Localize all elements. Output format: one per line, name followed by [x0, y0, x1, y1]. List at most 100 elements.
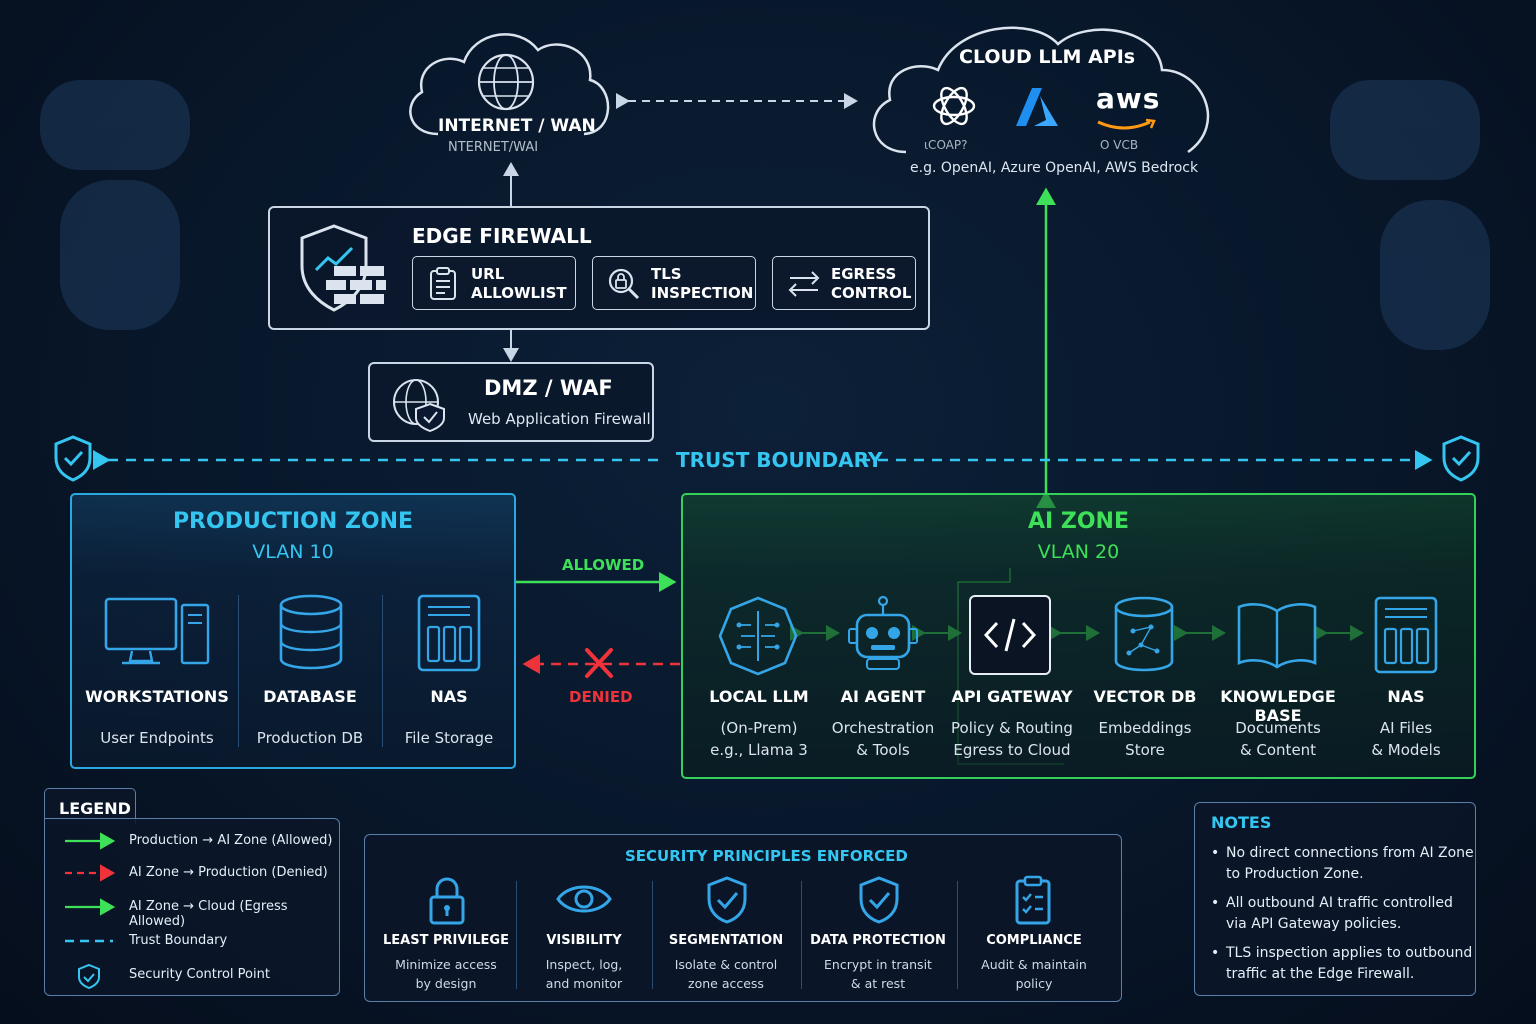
shield-check-icon: [707, 876, 747, 924]
ai-nas-sub2: & Models: [1371, 741, 1441, 759]
local-llm-sub2: e.g., Llama 3: [710, 741, 808, 759]
code-brackets-icon: [983, 618, 1037, 652]
robot-icon: [848, 595, 918, 670]
notes-item: No direct connections from AI Zone to Pr…: [1226, 845, 1474, 882]
eye-icon: [556, 885, 612, 913]
ai-zone: AI ZONE VLAN 20 LOCAL LLM (On-Prem) e.g.…: [681, 493, 1476, 779]
local-llm-sub1: (On-Prem): [720, 719, 798, 737]
workstations-sub: User Endpoints: [100, 729, 214, 747]
denied-x-icon: [585, 648, 613, 678]
notes-title: NOTES: [1211, 813, 1272, 832]
aws-logo: aws: [1096, 82, 1161, 115]
principle-data-protection-sub1: Encrypt in transit: [824, 957, 932, 972]
shield-check-icon: [859, 876, 899, 924]
principle-data-protection-sub2: & at rest: [850, 976, 906, 991]
ai-agent-sub1: Orchestration: [831, 719, 935, 737]
clipboard-icon: [430, 267, 456, 300]
nas-icon: [1374, 596, 1438, 674]
clipboard-check-icon: [1015, 875, 1051, 925]
divider: [652, 881, 653, 989]
internet-label: INTERNET / WAN: [438, 116, 596, 136]
legend-item-denied: AI Zone → Production (Denied): [129, 865, 328, 880]
principle-least-privilege-title: LEAST PRIVILEGE: [383, 933, 509, 948]
aws-logo-echo: O VCB: [1100, 138, 1139, 152]
url-allowlist-l1: URL: [471, 265, 505, 283]
principle-visibility-sub1: Inspect, log,: [545, 957, 623, 972]
dmz-subtitle: Web Application Firewall: [468, 410, 651, 428]
denied-label: DENIED: [569, 688, 633, 706]
url-allowlist-l2: ALLOWLIST: [471, 284, 567, 302]
cloud-llm-providers: e.g. OpenAI, Azure OpenAI, AWS Bedrock: [910, 160, 1199, 176]
knowledge-base-sub2: & Content: [1239, 741, 1317, 759]
production-zone-vlan: VLAN 10: [252, 541, 334, 563]
arrows-icon: [788, 271, 820, 297]
principle-visibility-title: VISIBILITY: [546, 933, 622, 948]
egress-control-l2: CONTROL: [831, 284, 912, 302]
principle-segmentation-title: SEGMENTATION: [668, 933, 784, 948]
notes-item: All outbound AI traffic controlled via A…: [1226, 895, 1453, 932]
internet-cloud: INTERNET / WAN NTERNET/WAI: [398, 14, 620, 164]
legend-item-trust: Trust Boundary: [129, 933, 228, 948]
divider: [382, 595, 383, 747]
database-title: DATABASE: [263, 687, 357, 706]
vector-db-icon: [1114, 596, 1174, 672]
api-gateway-node[interactable]: [969, 595, 1051, 675]
ai-nas-title: NAS: [1387, 687, 1425, 706]
dmz-waf-box: DMZ / WAF Web Application Firewall: [368, 362, 654, 442]
azure-logo-icon: [1016, 88, 1058, 126]
nas-sub: File Storage: [404, 729, 494, 747]
legend-item-control: Security Control Point: [129, 967, 270, 982]
legend-title: LEGEND: [59, 799, 131, 818]
tls-inspection-l1: TLS: [651, 265, 682, 283]
cloud-llm-apis: CLOUD LLM APIs aws ɩCOAP? O VCB e.g. Ope…: [862, 14, 1226, 184]
security-principles-panel: SECURITY PRINCIPLES ENFORCED LEAST PRIVI…: [364, 834, 1122, 1002]
firewall-shield-icon: [300, 224, 386, 312]
vector-db-sub2: Store: [1125, 741, 1165, 759]
database-icon: [279, 594, 343, 670]
ai-agent-title: AI AGENT: [840, 687, 926, 706]
tls-inspection-l2: INSPECTION: [651, 284, 754, 302]
cloud-outline-icon: [872, 26, 1210, 154]
principle-compliance-sub1: Audit & maintain: [981, 957, 1087, 972]
vector-db-sub1: Embeddings: [1098, 719, 1192, 737]
principles-title: SECURITY PRINCIPLES ENFORCED: [625, 847, 908, 865]
allowed-label: ALLOWED: [562, 556, 645, 574]
principle-least-privilege-sub1: Minimize access: [395, 957, 497, 972]
production-zone: PRODUCTION ZONE VLAN 10 WORKSTATIONS Use…: [70, 493, 516, 769]
internet-label-echo: NTERNET/WAI: [448, 140, 539, 155]
lock-magnifier-icon: [608, 268, 640, 300]
aws-smile-icon: [1097, 118, 1156, 130]
production-zone-title: PRODUCTION ZONE: [172, 509, 414, 534]
trust-boundary-label: TRUST BOUNDARY: [676, 448, 883, 472]
principle-least-privilege-sub2: by design: [415, 976, 477, 991]
workstation-icon: [104, 597, 210, 665]
open-book-icon: [1237, 603, 1317, 669]
notes-bullet: •: [1211, 845, 1220, 861]
dmz-title: DMZ / WAF: [484, 376, 613, 400]
ai-zone-title: AI ZONE: [1028, 509, 1129, 534]
knowledge-base-sub1: Documents: [1235, 719, 1321, 737]
notes-bullet: •: [1211, 895, 1220, 911]
openai-logo-icon: [932, 86, 976, 126]
legend-item-allowed: Production → AI Zone (Allowed): [129, 833, 333, 848]
api-gateway-sub2: Egress to Cloud: [953, 741, 1071, 759]
edge-firewall-title: EDGE FIREWALL: [412, 224, 592, 248]
cloud-outline-icon: [409, 33, 610, 136]
nas-title: NAS: [430, 687, 468, 706]
notes-item: TLS inspection applies to outbound traff…: [1226, 945, 1473, 982]
notes-panel: NOTES • No direct connections from AI Zo…: [1194, 802, 1476, 996]
legend-panel: LEGEND Production → AI Zone (Allowed) AI…: [44, 799, 340, 996]
ai-zone-vlan: VLAN 20: [1037, 541, 1120, 563]
principle-segmentation-sub1: Isolate & control: [674, 957, 778, 972]
openai-logo-echo: ɩCOAP?: [924, 138, 968, 152]
divider: [238, 595, 239, 747]
workstations-title: WORKSTATIONS: [85, 687, 229, 706]
principle-compliance-title: COMPLIANCE: [986, 933, 1082, 948]
local-llm-title: LOCAL LLM: [709, 687, 809, 706]
legend-symbols: [65, 832, 116, 990]
trust-shield-right-icon: [1442, 435, 1480, 482]
